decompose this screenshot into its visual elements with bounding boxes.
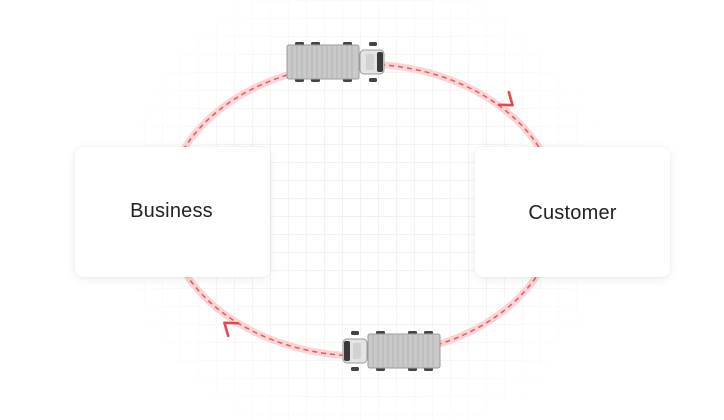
delivery-truck-icon [342,331,441,371]
delivery-truck-icon [286,42,385,82]
flow-arrow-bottom [223,321,240,338]
flow-arrow-top [497,90,514,107]
customer-node: Customer [475,147,670,277]
business-node: Business [75,147,270,277]
business-node-label: Business [130,199,213,222]
customer-node-label: Customer [528,202,617,224]
